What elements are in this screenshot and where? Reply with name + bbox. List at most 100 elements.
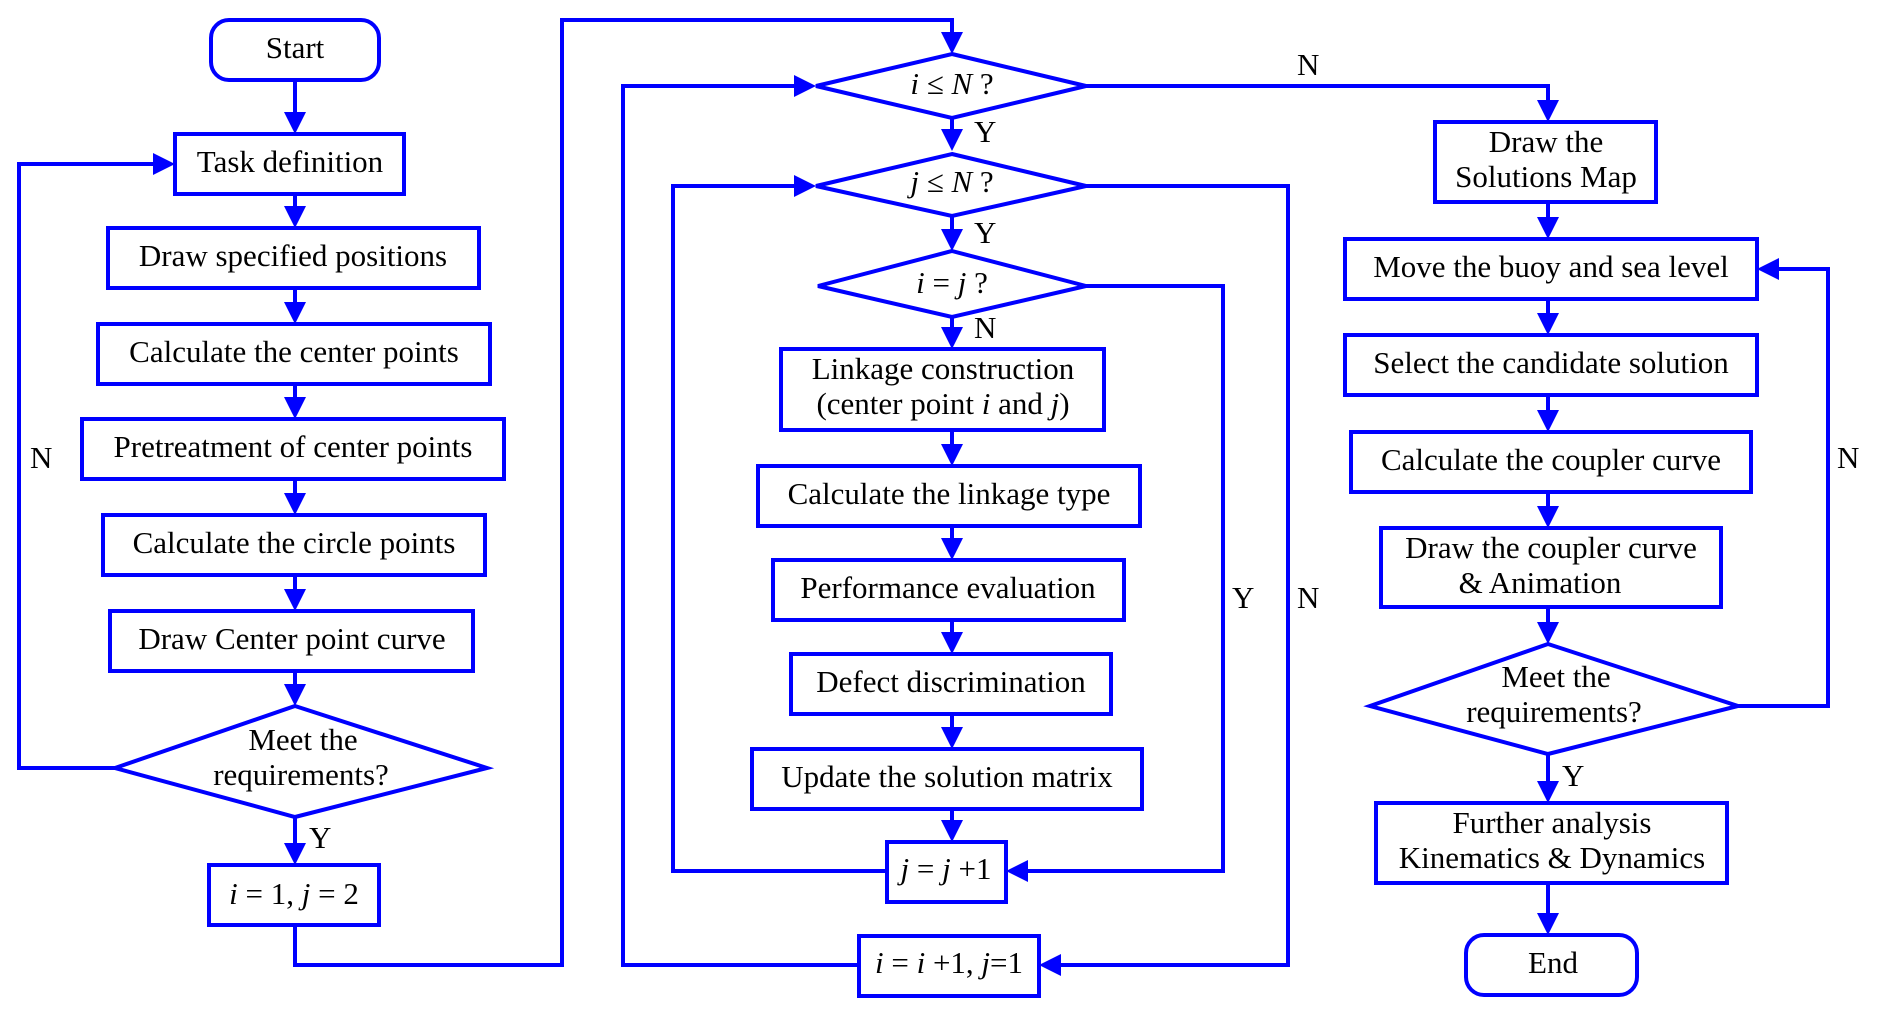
- arrow-down-icon: [284, 493, 306, 515]
- node-j-increment: j = j +1: [885, 840, 1008, 904]
- arrow-down-icon: [941, 444, 963, 466]
- node-defect-discrimination: Defect discrimination: [789, 652, 1113, 716]
- no-label: N: [1297, 580, 1319, 615]
- update-matrix-label: Update the solution matrix: [781, 759, 1113, 794]
- node-select-candidate: Select the candidate solution: [1343, 333, 1759, 397]
- arrow-down-icon: [284, 397, 306, 419]
- decision-j-label: j ≤ N ?: [906, 164, 993, 199]
- node-further-analysis: Further analysis Kinematics & Dynamics: [1374, 801, 1729, 885]
- node-start: Start: [209, 18, 381, 82]
- node-task-definition: Task definition: [173, 132, 406, 196]
- edge-loop-no-move: [1738, 267, 1830, 708]
- no-label: N: [1297, 47, 1319, 82]
- node-calculate-center-points: Calculate the center points: [96, 322, 492, 386]
- node-linkage-type: Calculate the linkage type: [756, 464, 1142, 528]
- decision-i-eq-j: i = j ?: [817, 248, 1087, 320]
- arrow-down-icon: [1537, 781, 1559, 803]
- edge-i-no-map: [1086, 84, 1550, 110]
- pretreatment-label: Pretreatment of center points: [114, 429, 473, 464]
- no-label: N: [30, 440, 52, 475]
- i-increment-label: i = i +1, j=1: [875, 945, 1023, 980]
- decision-right-line1: Meet the: [1501, 659, 1610, 694]
- no-label: N: [1837, 440, 1859, 475]
- decision-meet-requirements-left: Meet the requirements?: [108, 703, 495, 820]
- edge-loop-no-task: [17, 162, 163, 770]
- arrow-down-icon: [1537, 913, 1559, 935]
- edge-j-no-iinc: [1051, 184, 1290, 967]
- node-linkage-construction: Linkage construction (center point i and…: [779, 347, 1106, 432]
- node-pretreatment: Pretreatment of center points: [80, 417, 506, 481]
- yes-label: Y: [974, 215, 996, 250]
- arrow-down-icon: [1537, 313, 1559, 335]
- arrow-down-icon: [284, 843, 306, 865]
- yes-label: Y: [1232, 580, 1254, 615]
- node-end: End: [1464, 933, 1639, 997]
- yes-label: Y: [1562, 758, 1584, 793]
- select-candidate-label: Select the candidate solution: [1373, 345, 1729, 380]
- arrow-down-icon: [941, 327, 963, 349]
- linkage-line1: Linkage construction: [812, 351, 1075, 386]
- node-update-solution-matrix: Update the solution matrix: [750, 747, 1144, 811]
- arrow-down-icon: [1537, 217, 1559, 239]
- decision-left-line1: Meet the: [248, 722, 357, 757]
- arrow-down-icon: [284, 206, 306, 228]
- decision-i-le-n: i ≤ N ?: [815, 51, 1087, 121]
- arrow-down-icon: [284, 684, 306, 706]
- yes-label: Y: [974, 114, 996, 149]
- no-label: N: [974, 310, 996, 345]
- arrow-down-icon: [941, 538, 963, 560]
- draw-coupler-line2: & Animation: [1459, 565, 1622, 600]
- arrow-right-icon: [794, 75, 816, 97]
- node-init-i-j: i = 1, j = 2: [207, 863, 381, 927]
- move-buoy-label: Move the buoy and sea level: [1373, 249, 1729, 284]
- further-line1: Further analysis: [1453, 805, 1652, 840]
- edge-iinc-to-i-decision: [621, 84, 859, 967]
- decision-left-line2: requirements?: [213, 757, 389, 792]
- yes-label: Y: [309, 820, 331, 855]
- edge-init-to-i-decision: [293, 18, 954, 967]
- arrow-down-icon: [284, 302, 306, 324]
- arrow-down-icon: [941, 32, 963, 54]
- node-draw-solutions-map: Draw the Solutions Map: [1433, 120, 1658, 204]
- arrow-down-icon: [941, 229, 963, 251]
- decision-right-line2: requirements?: [1466, 694, 1642, 729]
- linkage-type-label: Calculate the linkage type: [788, 476, 1111, 511]
- node-i-increment: i = i +1, j=1: [857, 934, 1041, 998]
- arrow-down-icon: [941, 820, 963, 842]
- j-increment-label: j = j +1: [897, 851, 992, 886]
- arrow-down-icon: [1537, 410, 1559, 432]
- arrow-down-icon: [284, 112, 306, 134]
- defect-label: Defect discrimination: [816, 664, 1086, 699]
- arrow-right-icon: [794, 175, 816, 197]
- arrow-down-icon: [1537, 506, 1559, 528]
- arrow-left-icon: [1006, 860, 1028, 882]
- arrowheads: [153, 32, 1779, 976]
- draw-coupler-line1: Draw the coupler curve: [1405, 530, 1697, 565]
- arrow-left-icon: [1039, 954, 1061, 976]
- node-calc-coupler: Calculate the coupler curve: [1349, 430, 1753, 494]
- decision-i-label: i ≤ N ?: [910, 66, 993, 101]
- decision-j-le-n: j ≤ N ?: [815, 151, 1087, 219]
- node-move-buoy: Move the buoy and sea level: [1343, 237, 1759, 301]
- arrow-down-icon: [941, 129, 963, 151]
- task-definition-label: Task definition: [197, 144, 384, 179]
- arrow-down-icon: [1537, 622, 1559, 644]
- draw-specified-positions-label: Draw specified positions: [139, 238, 447, 273]
- edge-jinc-to-j-decision: [671, 184, 887, 873]
- node-draw-coupler: Draw the coupler curve & Animation: [1379, 526, 1723, 609]
- edge-ij-yes-jinc: [1018, 284, 1225, 873]
- draw-center-point-curve-label: Draw Center point curve: [138, 621, 445, 656]
- node-calculate-circle-points: Calculate the circle points: [101, 513, 487, 577]
- end-label: End: [1528, 945, 1578, 980]
- draw-map-line1: Draw the: [1489, 124, 1603, 159]
- node-performance-evaluation: Performance evaluation: [771, 558, 1126, 622]
- calc-coupler-label: Calculate the coupler curve: [1381, 442, 1721, 477]
- arrow-right-icon: [153, 153, 175, 175]
- arrow-down-icon: [1537, 100, 1559, 122]
- draw-map-line2: Solutions Map: [1455, 159, 1637, 194]
- calculate-circle-points-label: Calculate the circle points: [133, 525, 456, 560]
- arrow-down-icon: [284, 589, 306, 611]
- decision-ij-label: i = j ?: [916, 265, 988, 300]
- further-line2: Kinematics & Dynamics: [1399, 840, 1706, 875]
